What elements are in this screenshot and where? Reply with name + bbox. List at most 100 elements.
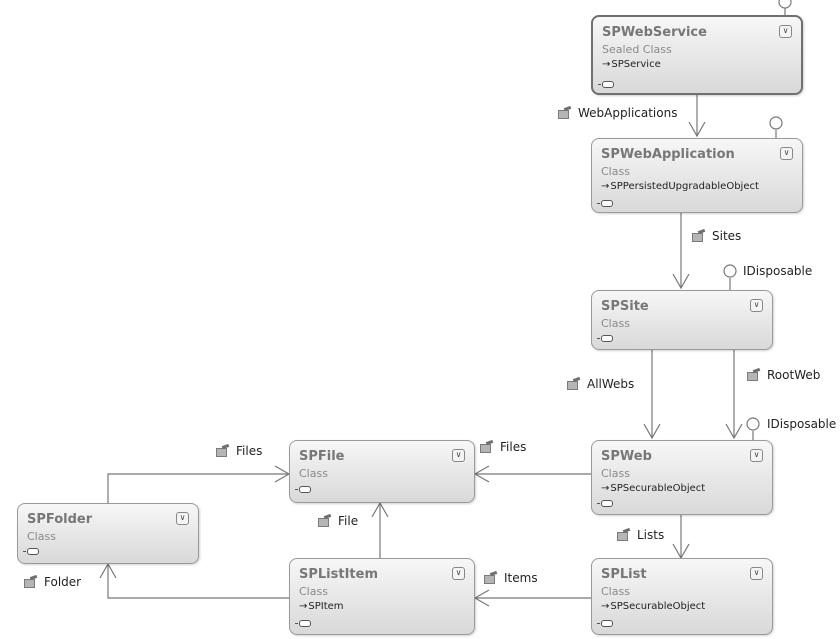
class-splist[interactable]: SPList ∨ Class →SPSecurableObject xyxy=(591,558,773,635)
base-class-label: SPPersistedUpgradableObject xyxy=(610,181,759,192)
base-class: →SPSecurableObject xyxy=(601,601,705,612)
compartment-icon[interactable] xyxy=(597,620,613,627)
compartment-icon[interactable] xyxy=(597,200,613,207)
double-chevron-down-icon[interactable]: ∨ xyxy=(780,147,793,160)
class-title: SPList xyxy=(601,567,647,582)
property-icon xyxy=(480,441,494,453)
double-chevron-down-icon[interactable]: ∨ xyxy=(750,449,763,462)
interface-idisposable-web[interactable]: IDisposable xyxy=(767,417,836,431)
inheritance-arrow-icon: → xyxy=(601,601,610,612)
association-label: Folder xyxy=(44,575,82,589)
double-chevron-down-icon[interactable]: ∨ xyxy=(779,25,792,38)
class-title: SPWebApplication xyxy=(601,147,735,162)
edge-files-folder xyxy=(107,473,289,503)
property-icon xyxy=(617,529,631,541)
compartment-icon[interactable] xyxy=(295,486,311,493)
class-kind: Class xyxy=(27,530,56,543)
class-kind: Class xyxy=(601,585,630,598)
class-spsite[interactable]: SPSite ∨ Class xyxy=(591,290,773,350)
class-title: SPWeb xyxy=(601,449,652,464)
arrowhead-items xyxy=(473,589,490,607)
double-chevron-down-icon[interactable]: ∨ xyxy=(452,449,465,462)
class-spfolder[interactable]: SPFolder ∨ Class xyxy=(17,503,199,564)
property-icon xyxy=(484,572,498,584)
compartment-icon[interactable] xyxy=(598,81,614,88)
double-chevron-down-icon[interactable]: ∨ xyxy=(750,299,763,312)
lollipop-interface-icon xyxy=(723,264,737,278)
interface-label: IDisposable xyxy=(767,417,837,431)
double-chevron-down-icon[interactable]: ∨ xyxy=(452,567,465,580)
base-class-label: SPItem xyxy=(308,601,344,612)
arrowhead-sites xyxy=(672,273,690,290)
inheritance-arrow-icon: → xyxy=(299,601,308,612)
base-class-label: SPService xyxy=(611,59,661,70)
class-kind: Class xyxy=(601,317,630,330)
double-chevron-down-icon[interactable]: ∨ xyxy=(750,567,763,580)
class-spwebservice[interactable]: SPWebService ∨ Sealed Class →SPService xyxy=(591,15,803,95)
arrowhead-file xyxy=(371,501,389,518)
association-webapplications[interactable]: WebApplications xyxy=(558,106,677,120)
association-lists[interactable]: Lists xyxy=(617,528,664,542)
property-icon xyxy=(216,445,230,457)
interface-label: IDisposable xyxy=(743,264,813,278)
association-folder[interactable]: Folder xyxy=(24,575,81,589)
base-class: →SPItem xyxy=(299,601,344,612)
lollipop-interface-icon xyxy=(769,116,783,130)
class-splistitem[interactable]: SPListItem ∨ Class →SPItem xyxy=(289,558,475,635)
association-label: Lists xyxy=(637,528,665,542)
association-label: Sites xyxy=(712,229,742,243)
association-sites[interactable]: Sites xyxy=(692,229,741,243)
compartment-icon[interactable] xyxy=(23,548,39,555)
double-chevron-down-icon[interactable]: ∨ xyxy=(176,512,189,525)
compartment-icon[interactable] xyxy=(597,500,613,507)
association-file[interactable]: File xyxy=(318,514,358,528)
inheritance-arrow-icon: → xyxy=(602,59,611,70)
property-icon xyxy=(318,515,332,527)
association-label: AllWebs xyxy=(587,377,635,391)
class-spfile[interactable]: SPFile ∨ Class xyxy=(289,440,475,503)
class-spwebapplication[interactable]: SPWebApplication ∨ Class →SPPersistedUpg… xyxy=(591,138,803,213)
class-kind: Class xyxy=(299,585,328,598)
association-label: RootWeb xyxy=(767,368,821,382)
base-class-label: SPSecurableObject xyxy=(610,483,706,494)
class-kind: Class xyxy=(299,467,328,480)
class-kind: Sealed Class xyxy=(602,43,672,56)
association-label: Items xyxy=(504,571,538,585)
arrowhead-folder xyxy=(99,562,117,579)
class-title: SPWebService xyxy=(602,25,707,40)
property-icon xyxy=(747,369,761,381)
class-title: SPFolder xyxy=(27,512,93,527)
compartment-icon[interactable] xyxy=(597,335,613,342)
class-title: SPListItem xyxy=(299,567,378,582)
association-items[interactable]: Items xyxy=(484,571,538,585)
lollipop-interface-icon xyxy=(746,417,760,431)
association-files-folder[interactable]: Files xyxy=(216,444,262,458)
arrowhead-rootweb xyxy=(725,423,743,440)
property-icon xyxy=(24,576,38,588)
association-label: Files xyxy=(500,440,527,454)
property-icon xyxy=(558,107,572,119)
class-title: SPFile xyxy=(299,449,345,464)
base-class: →SPPersistedUpgradableObject xyxy=(601,181,759,192)
inheritance-arrow-icon: → xyxy=(601,181,610,192)
arrowhead-files-web xyxy=(473,465,490,483)
interface-idisposable-site[interactable]: IDisposable xyxy=(743,264,812,278)
base-class: →SPService xyxy=(602,59,661,70)
arrowhead-webapplications xyxy=(688,121,706,138)
base-class-label: SPSecurableObject xyxy=(610,601,706,612)
class-title: SPSite xyxy=(601,299,649,314)
association-label: WebApplications xyxy=(578,106,678,120)
compartment-icon[interactable] xyxy=(295,620,311,627)
class-kind: Class xyxy=(601,467,630,480)
edge-folder xyxy=(107,564,289,599)
association-rootweb[interactable]: RootWeb xyxy=(747,368,820,382)
class-spweb[interactable]: SPWeb ∨ Class →SPSecurableObject xyxy=(591,440,773,515)
property-icon xyxy=(692,230,706,242)
class-kind: Class xyxy=(601,165,630,178)
lollipop-interface-icon xyxy=(778,0,792,9)
arrowhead-allwebs xyxy=(643,423,661,440)
base-class: →SPSecurableObject xyxy=(601,483,705,494)
association-allwebs[interactable]: AllWebs xyxy=(567,377,634,391)
association-files-web[interactable]: Files xyxy=(480,440,526,454)
